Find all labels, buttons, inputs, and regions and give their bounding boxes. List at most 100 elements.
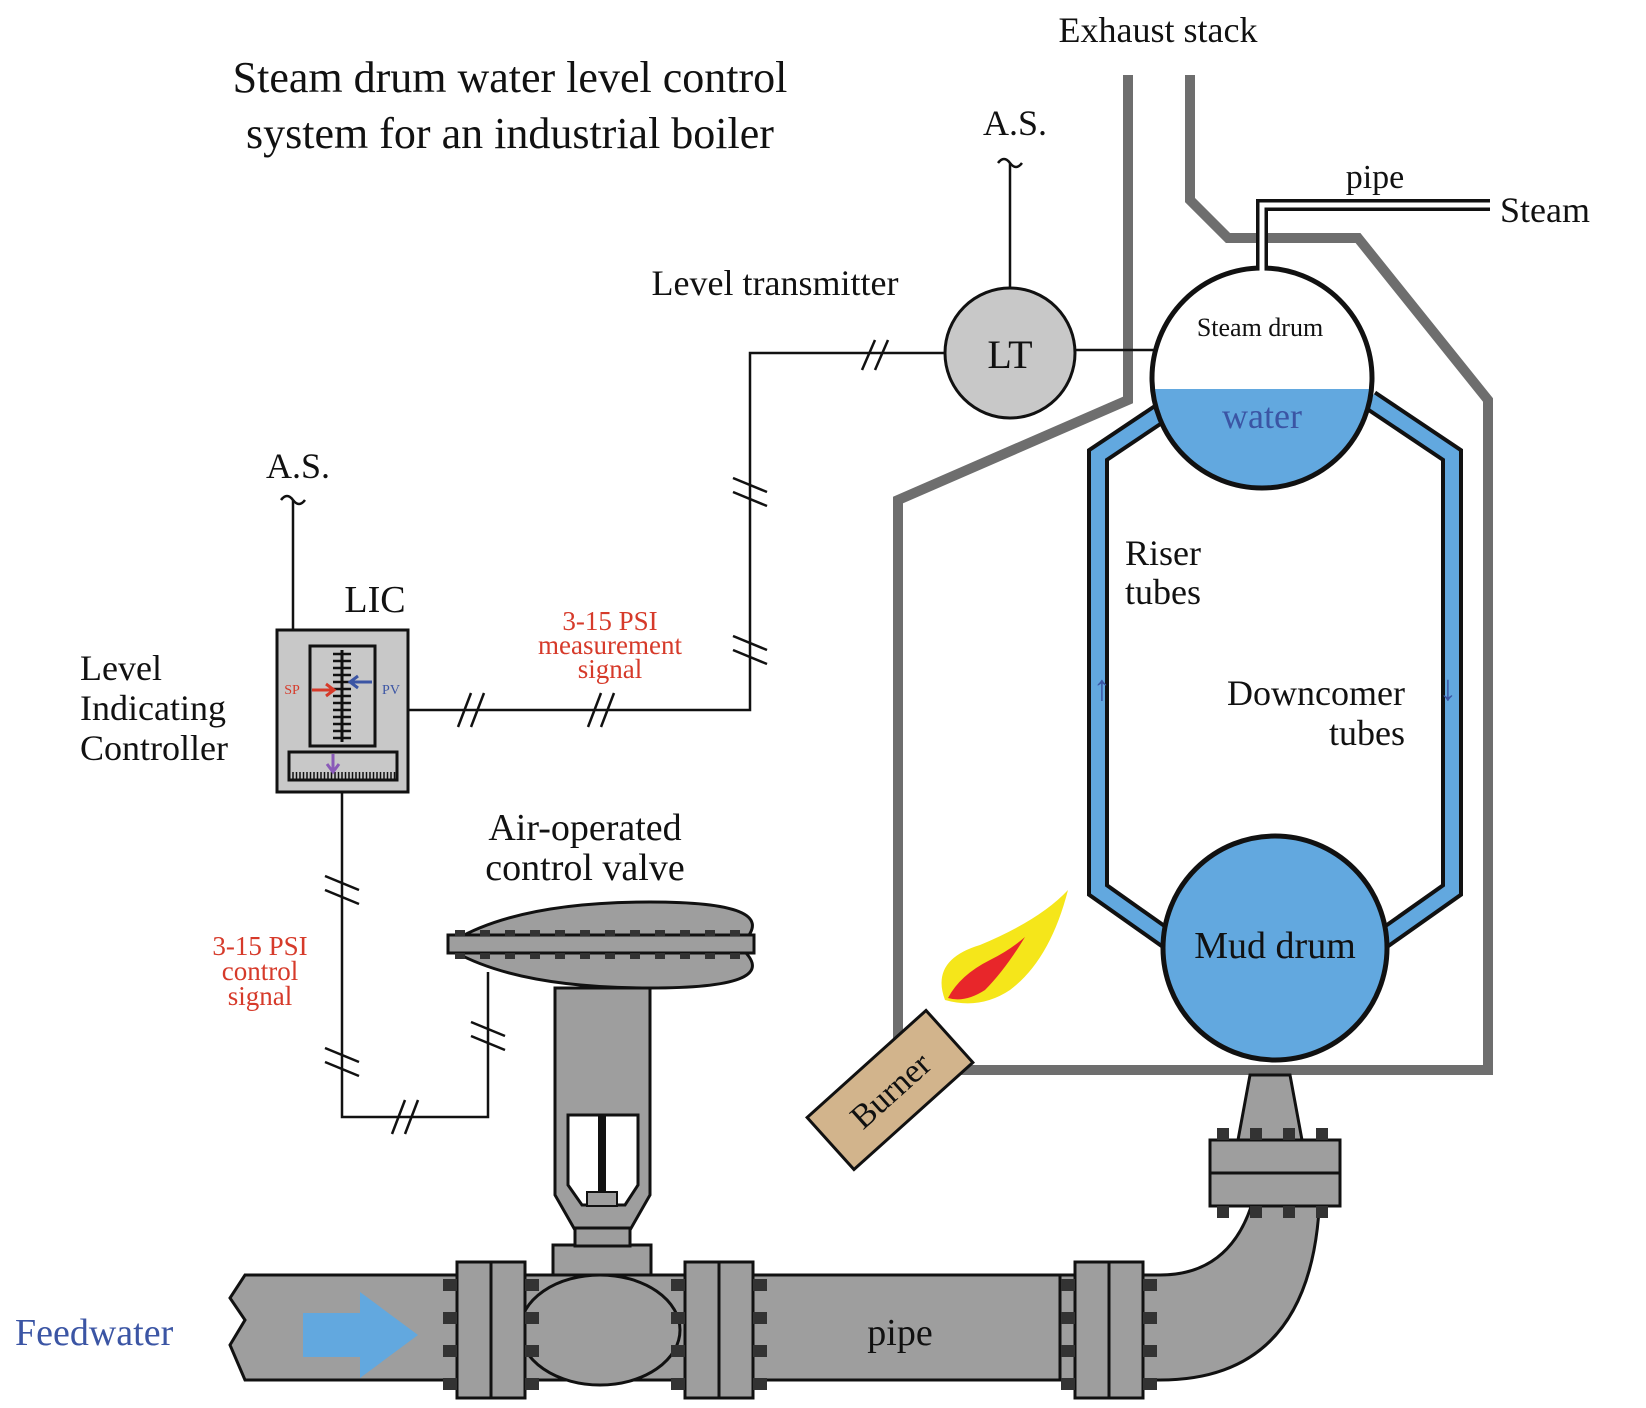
bolt bbox=[443, 1279, 457, 1291]
bolt bbox=[455, 953, 465, 959]
bolt bbox=[1283, 1128, 1295, 1140]
bolt bbox=[443, 1312, 457, 1324]
bolt bbox=[443, 1345, 457, 1357]
bolt bbox=[753, 1345, 767, 1357]
bolt bbox=[605, 953, 615, 959]
bolt bbox=[671, 1279, 685, 1291]
mud-drum bbox=[1160, 833, 1390, 1063]
bolt bbox=[605, 930, 615, 936]
feed-pipe-label: pipe bbox=[867, 1312, 932, 1354]
bolt bbox=[753, 1312, 767, 1324]
steam-label: Steam bbox=[1500, 190, 1590, 230]
air-supply-lic: A.S. bbox=[266, 446, 330, 486]
steam-pipe-label: pipe bbox=[1346, 159, 1405, 196]
lic-name-2: Indicating bbox=[80, 688, 226, 728]
lic-name-3: Controller bbox=[80, 728, 228, 768]
riser-label-1: Riser bbox=[1125, 533, 1201, 573]
bolt bbox=[1250, 1206, 1262, 1218]
level-transmitter-label: Level transmitter bbox=[652, 263, 899, 303]
valve-label-2: control valve bbox=[485, 847, 684, 889]
bolt bbox=[671, 1345, 685, 1357]
bolt bbox=[1061, 1378, 1075, 1390]
sp-arrow-icon bbox=[312, 682, 337, 698]
bolt bbox=[671, 1378, 685, 1390]
steam-pipe bbox=[1256, 199, 1490, 272]
ctrl-signal-label-1: 3-15 PSI bbox=[212, 931, 307, 961]
meas-signal-label-2: measurement bbox=[538, 630, 682, 660]
downcomer-arrow-icon: ↓ bbox=[1439, 668, 1457, 708]
ctrl-signal-label-2: control bbox=[222, 956, 298, 986]
steam-drum bbox=[1149, 265, 1375, 491]
bolt bbox=[1217, 1128, 1229, 1140]
bolt bbox=[705, 930, 715, 936]
bolt bbox=[1250, 1128, 1262, 1140]
level-indicating-controller[interactable]: SP PV bbox=[275, 628, 410, 794]
riser-arrow-icon: ↑ bbox=[1093, 668, 1111, 708]
bolt bbox=[730, 930, 740, 936]
bolt bbox=[705, 953, 715, 959]
bolt bbox=[505, 953, 515, 959]
bolt bbox=[1316, 1128, 1328, 1140]
bolt bbox=[1061, 1279, 1075, 1291]
bolt bbox=[555, 953, 565, 959]
valve-label-1: Air-operated bbox=[488, 807, 681, 849]
air-operated-control-valve[interactable] bbox=[446, 900, 756, 1277]
furnace-walls bbox=[893, 75, 1493, 1075]
bolt bbox=[630, 953, 640, 959]
bolt bbox=[530, 930, 540, 936]
bolt bbox=[655, 953, 665, 959]
control-signal-line bbox=[324, 792, 506, 1135]
bolt bbox=[1143, 1279, 1157, 1291]
sp-label: SP bbox=[284, 683, 300, 698]
measurement-signal-line bbox=[408, 339, 945, 728]
lt-tag: LT bbox=[987, 332, 1032, 377]
bolt bbox=[1061, 1312, 1075, 1324]
bolt bbox=[525, 1345, 539, 1357]
bolt bbox=[1143, 1312, 1157, 1324]
ctrl-signal-label-3: signal bbox=[228, 981, 293, 1011]
flame-inner bbox=[948, 937, 1025, 1000]
bolt bbox=[580, 930, 590, 936]
pv-label: PV bbox=[382, 683, 400, 698]
bolt bbox=[730, 953, 740, 959]
feedwater-pipe bbox=[228, 1073, 1342, 1400]
bolt bbox=[455, 930, 465, 936]
meas-signal-label-3: signal bbox=[578, 654, 643, 684]
title-line1: Steam drum water level control bbox=[233, 53, 788, 102]
exhaust-stack-label: Exhaust stack bbox=[1059, 10, 1258, 50]
lic-tag: LIC bbox=[344, 579, 405, 621]
bolt bbox=[525, 1279, 539, 1291]
bolt bbox=[1217, 1206, 1229, 1218]
flow-arrow-icon bbox=[303, 1292, 418, 1378]
bolt bbox=[753, 1378, 767, 1390]
air-supply-lt: A.S. bbox=[983, 103, 1047, 143]
burner: Burner bbox=[805, 890, 1068, 1172]
bolt bbox=[480, 930, 490, 936]
bolt bbox=[680, 953, 690, 959]
bolt bbox=[1143, 1378, 1157, 1390]
bolt bbox=[1283, 1206, 1295, 1218]
title-line2: system for an industrial boiler bbox=[246, 109, 774, 158]
pv-arrow-icon bbox=[347, 674, 372, 690]
bolt bbox=[1061, 1345, 1075, 1357]
steam-drum-label: Steam drum bbox=[1197, 313, 1323, 342]
boiler-tubes bbox=[1087, 390, 1463, 957]
bolt bbox=[580, 953, 590, 959]
bolt bbox=[555, 930, 565, 936]
bolt bbox=[1143, 1345, 1157, 1357]
bolt bbox=[753, 1279, 767, 1291]
bolt bbox=[443, 1378, 457, 1390]
bolt bbox=[525, 1378, 539, 1390]
mud-drum-label: Mud drum bbox=[1194, 925, 1356, 967]
bolt bbox=[525, 1312, 539, 1324]
feedwater-label: Feedwater bbox=[15, 1312, 174, 1354]
level-transmitter[interactable]: LT bbox=[943, 157, 1155, 420]
output-arrow-icon bbox=[325, 754, 341, 775]
bolt bbox=[630, 930, 640, 936]
riser-label-2: tubes bbox=[1125, 572, 1201, 612]
bolt bbox=[505, 930, 515, 936]
downcomer-label-2: tubes bbox=[1329, 713, 1405, 753]
meas-signal-label-1: 3-15 PSI bbox=[562, 606, 657, 636]
bolt bbox=[655, 930, 665, 936]
